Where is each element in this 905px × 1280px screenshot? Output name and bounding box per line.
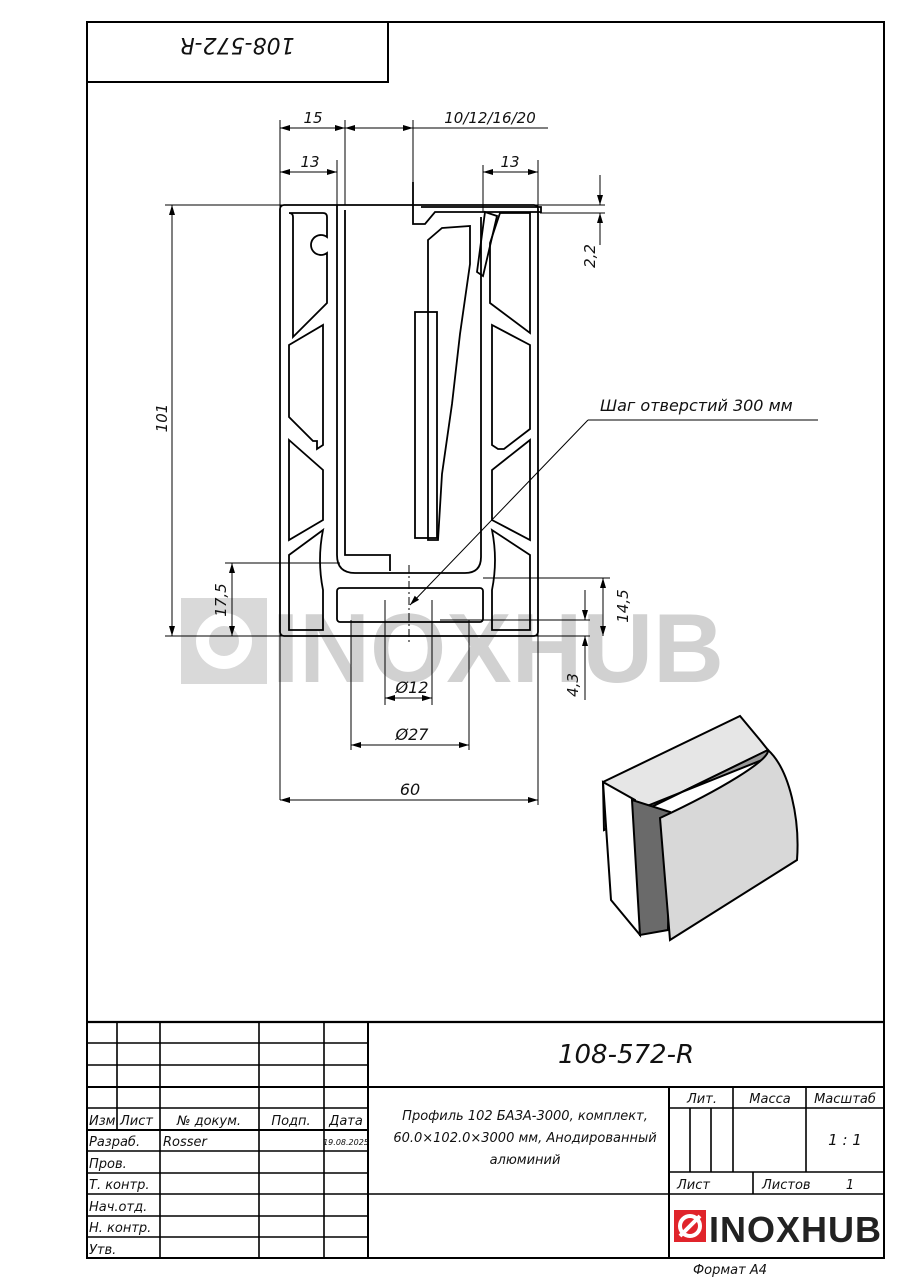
header-date: Дата: [328, 1114, 363, 1129]
inoxhub-logo: INOXHUB: [674, 1209, 881, 1250]
title-doc-code: 108-572-R: [558, 1040, 694, 1070]
scale-value: 1 : 1: [828, 1131, 862, 1149]
header-doc-no: № докум.: [176, 1114, 241, 1129]
dimensions: [165, 120, 818, 805]
inoxhub-logo-text: INOXHUB: [709, 1209, 881, 1250]
title-block-grid: [87, 1020, 884, 1258]
scale-label: Масштаб: [814, 1092, 876, 1107]
watermark-logo-icon: [181, 598, 267, 684]
isometric-view: [601, 714, 799, 942]
dim-17-5: 17,5: [212, 583, 230, 616]
dim-glass: 10/12/16/20: [444, 109, 536, 127]
drawing-frame: [86, 21, 885, 1259]
developer-name: Rosser: [163, 1135, 209, 1150]
dim-101: 101: [153, 404, 171, 433]
description-line-3: алюминий: [490, 1153, 561, 1168]
watermark-text: INOXHUB: [272, 593, 724, 703]
mass-label: Масса: [749, 1092, 790, 1107]
role-tech-control: Т. контр.: [89, 1178, 149, 1193]
role-developer: Разраб.: [89, 1135, 140, 1150]
role-checker: Пров.: [89, 1157, 127, 1172]
description-line-2: 60.0×102.0×3000 мм, Анодированный: [393, 1131, 656, 1146]
lit-label: Лит.: [686, 1092, 717, 1107]
dim-15: 15: [303, 109, 322, 127]
dim-hole-27: Ø27: [395, 725, 430, 744]
sheet-label: Лист: [676, 1178, 710, 1193]
header-list: Лист: [119, 1114, 153, 1129]
dim-13-right: 13: [500, 153, 519, 171]
header-sign: Подп.: [271, 1114, 310, 1129]
dim-13-left: 13: [300, 153, 319, 171]
developer-date: 19.08.2025: [323, 1138, 369, 1147]
sheets-label: Листов: [761, 1178, 811, 1193]
dimension-labels: 15 10/12/16/20 13 13 2,2 101 17,5 14,5 4…: [153, 109, 793, 799]
sheets-value: 1: [846, 1178, 854, 1193]
header-izm: Изм.: [89, 1114, 120, 1129]
top-stamp-code: 108-572-R: [179, 32, 294, 57]
dim-2-2: 2,2: [581, 244, 599, 268]
description-line-1: Профиль 102 БАЗА-3000, комплект,: [402, 1109, 648, 1124]
watermark: INOXHUB: [181, 593, 724, 703]
role-approved: Утв.: [89, 1243, 116, 1258]
title-block-text: 108-572-R Профиль 102 БАЗА-3000, комплек…: [89, 1040, 881, 1278]
leader-note: Шаг отверстий 300 мм: [600, 396, 793, 415]
format-label: Формат А4: [693, 1263, 767, 1278]
top-stamp-box: [86, 21, 389, 83]
dim-hole-12: Ø12: [395, 678, 429, 697]
profile-section: [279, 182, 542, 637]
dim-60: 60: [400, 780, 420, 799]
dim-4-3: 4,3: [564, 673, 582, 697]
role-norm-control: Н. контр.: [89, 1221, 151, 1236]
dim-14-5: 14,5: [614, 589, 632, 622]
role-dept-head: Нач.отд.: [89, 1200, 147, 1215]
